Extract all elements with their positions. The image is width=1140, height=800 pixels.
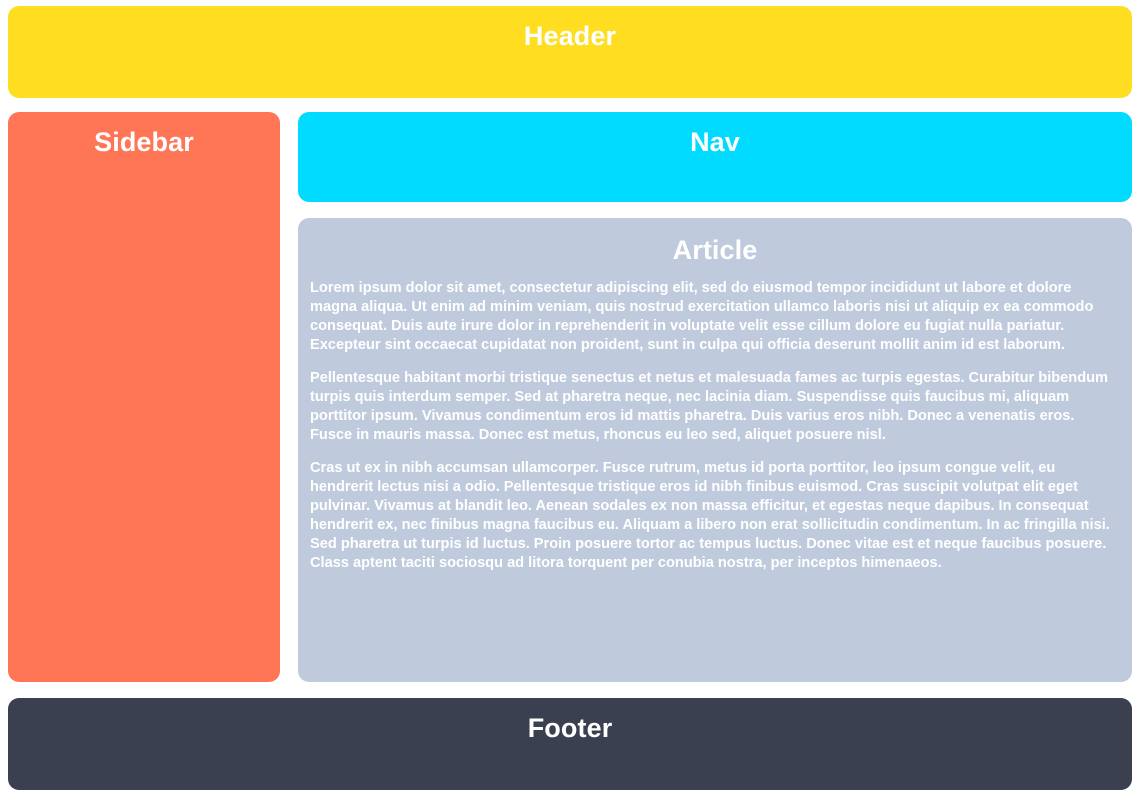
footer-region: Footer [8, 698, 1132, 790]
footer-title: Footer [527, 713, 613, 743]
article-paragraph: Pellentesque habitant morbi tristique se… [310, 369, 1108, 443]
header-region: Header [8, 6, 1132, 98]
article-paragraph: Cras ut ex in nibh accumsan ullamcorper.… [310, 459, 1110, 571]
article-title: Article [672, 235, 758, 265]
sidebar-region: Sidebar [8, 112, 280, 682]
right-column: Nav Article Lorem ipsum dolor sit amet, … [298, 112, 1132, 682]
article-paragraph: Lorem ipsum dolor sit amet, consectetur … [310, 279, 1094, 353]
nav-title: Nav [690, 127, 740, 157]
nav-region[interactable]: Nav [298, 112, 1132, 202]
sidebar-title: Sidebar [94, 127, 194, 157]
middle-band: Sidebar Nav Article Lorem ipsum dolor si… [8, 112, 1132, 682]
header-title: Header [523, 21, 617, 51]
article-region: Article Lorem ipsum dolor sit amet, cons… [298, 218, 1132, 682]
